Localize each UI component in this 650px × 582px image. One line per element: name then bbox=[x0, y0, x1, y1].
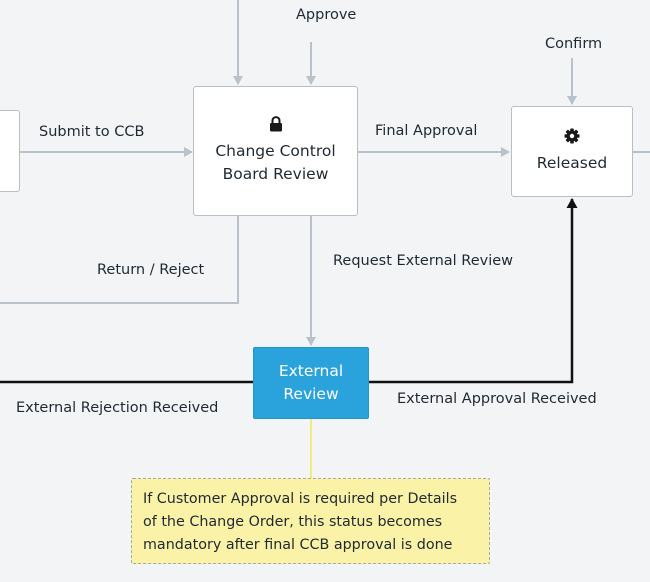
label-return-reject: Return / Reject bbox=[97, 262, 205, 278]
external-review-title-line1: External bbox=[278, 362, 344, 380]
node-external-review[interactable]: External Review bbox=[253, 347, 369, 419]
node-change-control-board-review[interactable]: Change Control Board Review bbox=[193, 86, 358, 216]
released-title: Released bbox=[536, 154, 608, 172]
note-line-1: If Customer Approval is required per Det… bbox=[143, 491, 458, 507]
edge-return-reject bbox=[0, 216, 239, 304]
note-line-2: of the Change Order, this status becomes bbox=[143, 514, 443, 530]
node-released[interactable]: Released bbox=[511, 106, 633, 197]
external-review-title-line2: Review bbox=[283, 385, 339, 403]
label-final-approval: Final Approval bbox=[375, 123, 478, 139]
label-external-rejection-received: External Rejection Received bbox=[16, 400, 219, 416]
gear-icon bbox=[564, 128, 580, 148]
label-submit-to-ccb: Submit to CCB bbox=[39, 124, 145, 140]
note-line-3: mandatory after final CCB approval is do… bbox=[143, 537, 453, 553]
ccb-review-title-line2: Board Review bbox=[222, 165, 329, 183]
lock-icon bbox=[269, 116, 283, 136]
previous-status-node[interactable] bbox=[0, 110, 20, 192]
ccb-review-title-line1: Change Control bbox=[215, 142, 336, 160]
customer-approval-note: If Customer Approval is required per Det… bbox=[131, 478, 490, 564]
label-external-approval-received: External Approval Received bbox=[397, 391, 597, 407]
label-confirm: Confirm bbox=[545, 36, 603, 52]
label-request-external-review: Request External Review bbox=[333, 253, 514, 269]
label-approve: Approve bbox=[296, 7, 357, 23]
edge-external-approval bbox=[369, 198, 578, 384]
